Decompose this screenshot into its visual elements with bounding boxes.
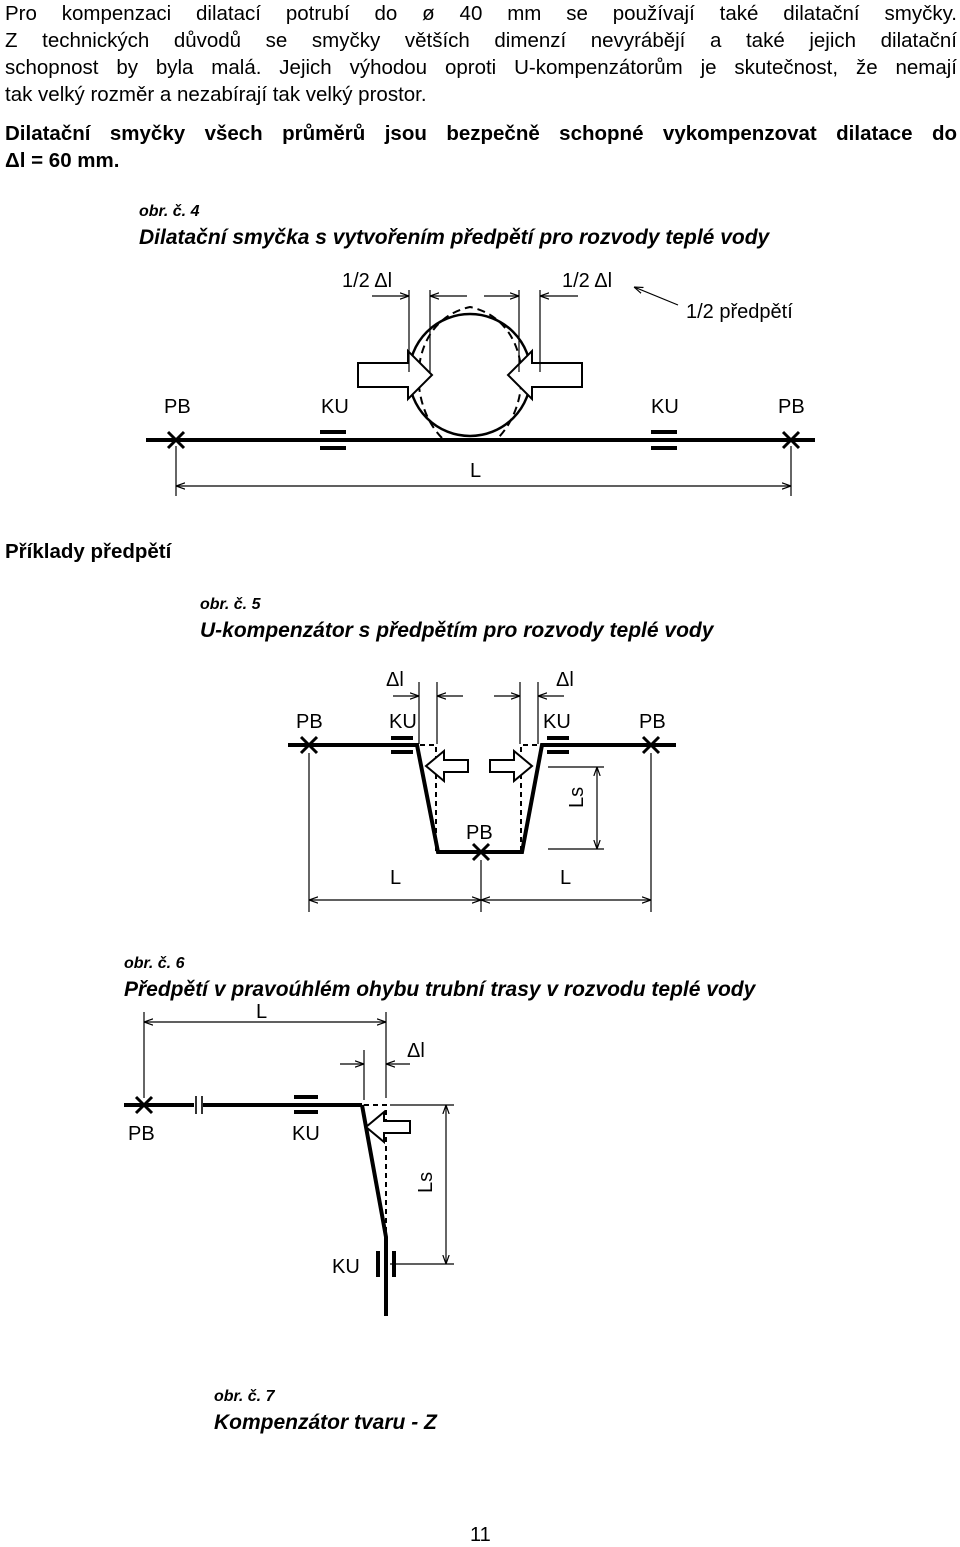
figure-4-diagram: 1/2 Δl 1/2 Δl 1/2 předpětí PB KU KU PB L <box>146 270 815 496</box>
figure-6-title: Předpětí v pravoúhlém ohybu trubní trasy… <box>124 978 756 1001</box>
fixed-point-right-label: PB <box>778 396 805 418</box>
ls-label: Ls <box>415 1172 437 1193</box>
figure-6-number: obr. č. 6 <box>124 955 185 972</box>
fixed-point-right-icon <box>641 735 661 755</box>
dl-left-label: Δl <box>386 669 404 691</box>
force-arrow-left-icon <box>424 748 469 784</box>
intro-line-3: schopnost by byla malá. Jejich výhodou o… <box>5 56 957 79</box>
guide-top-label: KU <box>292 1123 320 1145</box>
fixed-point-right-icon <box>781 430 801 450</box>
fixed-point-icon <box>134 1095 154 1115</box>
guide-top-icon <box>294 1095 318 1114</box>
guide-right-label: KU <box>651 396 679 418</box>
examples-heading: Příklady předpětí <box>5 540 172 563</box>
prestressed-loop-dashed <box>417 305 523 439</box>
guide-right-label: KU <box>543 711 571 733</box>
length-label: L <box>256 1001 267 1023</box>
fixed-point-label: PB <box>128 1123 155 1145</box>
force-arrow-left-icon <box>506 348 583 402</box>
flange-icon <box>195 1096 203 1114</box>
fixed-point-bottom-icon <box>471 842 491 862</box>
half-dl-left-label: 1/2 Δl <box>342 270 392 292</box>
half-prestress-label: 1/2 předpětí <box>686 301 793 323</box>
figure-5-number: obr. č. 5 <box>200 596 261 613</box>
guide-left-label: KU <box>321 396 349 418</box>
half-dl-right-label: 1/2 Δl <box>562 270 612 292</box>
length-label: L <box>470 460 481 482</box>
figure-7-title: Kompenzátor tvaru - Z <box>214 1411 437 1434</box>
ls-label: Ls <box>566 787 588 808</box>
figure-5-title: U-kompenzátor s předpětím pro rozvody te… <box>200 619 714 642</box>
figure-7-number: obr. č. 7 <box>214 1388 275 1405</box>
guide-left-label: KU <box>389 711 417 733</box>
length-right-label: L <box>560 867 571 889</box>
capacity-line-1: Dilatační smyčky všech průměrů jsou bezp… <box>5 122 957 145</box>
figure-4-title: Dilatační smyčka s vytvořením předpětí p… <box>139 226 770 249</box>
intro-line-4: tak velký rozměr a nezabírají tak velký … <box>5 83 427 106</box>
guide-right-icon <box>651 430 677 450</box>
force-arrow-icon <box>364 1109 411 1145</box>
page-number: 11 <box>470 1524 491 1546</box>
length-left-label: L <box>390 867 401 889</box>
guide-left-icon <box>391 736 413 754</box>
figure-6-diagram: L Δl PB KU Ls KU <box>124 1001 454 1316</box>
figure-4-number: obr. č. 4 <box>139 203 200 220</box>
fixed-point-right-label: PB <box>639 711 666 733</box>
guide-bottom-label: KU <box>332 1256 360 1278</box>
fixed-point-left-label: PB <box>164 396 191 418</box>
force-arrow-right-icon <box>489 748 534 784</box>
fixed-point-left-label: PB <box>296 711 323 733</box>
intro-line-1: Pro kompenzaci dilatací potrubí do ø 40 … <box>5 2 957 25</box>
fixed-point-left-icon <box>299 735 319 755</box>
dl-label: Δl <box>407 1040 425 1062</box>
loop-capacity-paragraph: Dilatační smyčky všech průměrů jsou bezp… <box>5 120 957 174</box>
figure-5-diagram: Δl Δl PB KU KU PB Ls PB L L <box>288 669 676 912</box>
intro-line-2: Z technických důvodů se smyčky větších d… <box>5 29 957 52</box>
fixed-point-bottom-label: PB <box>466 822 493 844</box>
intro-paragraph: Pro kompenzaci dilatací potrubí do ø 40 … <box>5 0 957 108</box>
force-arrow-right-icon <box>357 348 434 402</box>
guide-right-icon <box>547 736 569 754</box>
guide-left-icon <box>320 430 346 450</box>
dl-right-label: Δl <box>556 669 574 691</box>
fixed-point-left-icon <box>166 430 186 450</box>
prestress-pointer <box>634 287 679 306</box>
capacity-line-2: Δl = 60 mm. <box>5 149 120 172</box>
